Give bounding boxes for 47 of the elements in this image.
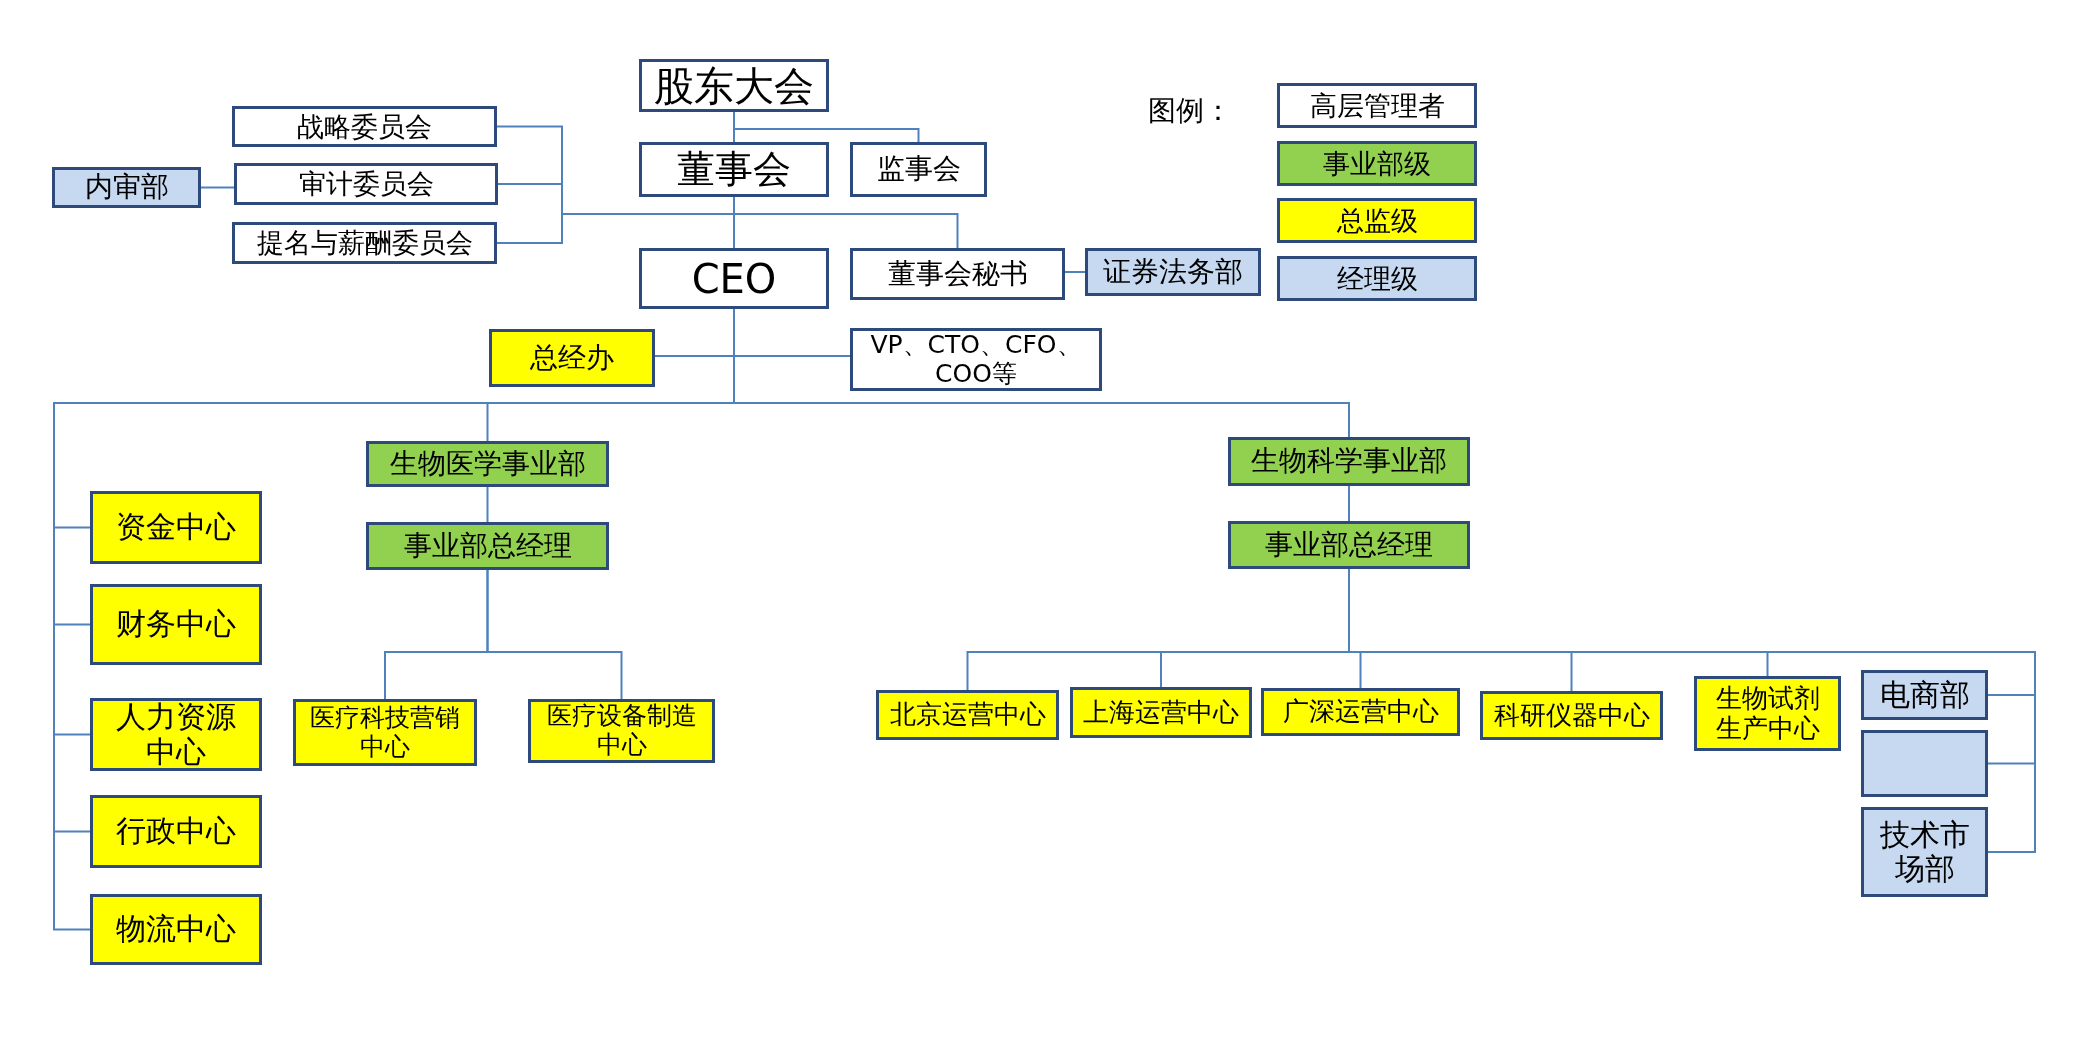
legend-label: 总监级	[1336, 203, 1418, 238]
org-box: 事业部总经理	[1228, 521, 1470, 569]
org-box: 生物医学事业部	[366, 441, 609, 487]
org-box: 广深运营中心	[1261, 688, 1460, 736]
org-box	[293, 699, 477, 766]
org-box: 电商部	[1861, 670, 1988, 720]
org-box: 北京运营中心	[876, 690, 1059, 740]
connector-line	[486, 486, 489, 523]
org-box: 事业部总经理	[366, 522, 609, 570]
org-box: 董事会秘书	[850, 248, 1065, 300]
org-box	[528, 699, 715, 763]
org-box: 证券法务部	[1085, 248, 1261, 296]
box-label: 医疗设备制造中心	[546, 702, 697, 760]
org-box: 股东大会	[639, 59, 829, 112]
legend-label: 经理级	[1336, 261, 1418, 296]
org-box: 行政中心	[90, 795, 262, 868]
box-label: 医疗科技营销中心	[310, 703, 460, 762]
legend-label: 事业部级	[1323, 146, 1431, 181]
box-label: 生物试剂生产中心	[1714, 683, 1821, 744]
org-box: 总经办	[489, 329, 655, 387]
org-box: 战略委员会	[232, 106, 497, 147]
org-box: 财务中心	[90, 584, 262, 665]
box-label: 人力资源中心	[115, 700, 237, 769]
org-box: 董事会	[639, 142, 829, 197]
org-box	[1694, 676, 1841, 751]
connector-line	[1064, 271, 1086, 273]
legend-label: 高层管理者	[1309, 88, 1445, 123]
org-box: 内审部	[52, 167, 201, 208]
legend-title: 图例：	[1148, 93, 1232, 129]
org-box: 物流中心	[90, 894, 262, 965]
org-box	[1861, 730, 1988, 797]
org-box: 生物科学事业部	[1228, 437, 1470, 486]
org-box: 监事会	[850, 142, 987, 197]
org-box	[1861, 807, 1988, 897]
org-box: 提名与薪酬委员会	[232, 222, 497, 264]
org-box: CEO	[639, 248, 829, 309]
org-box	[90, 698, 262, 771]
org-box: 资金中心	[90, 491, 262, 564]
org-box: 科研仪器中心	[1480, 691, 1663, 740]
connector-line	[200, 186, 235, 189]
org-box: 审计委员会	[234, 163, 498, 205]
connector-line	[486, 569, 623, 700]
connector-line	[733, 111, 920, 143]
connector-line	[1348, 485, 1350, 522]
box-label: 技术市场部	[1878, 817, 1971, 887]
org-box: 上海运营中心	[1070, 687, 1252, 738]
org-box: VP、CTO、CFO、COO等	[850, 328, 1102, 391]
